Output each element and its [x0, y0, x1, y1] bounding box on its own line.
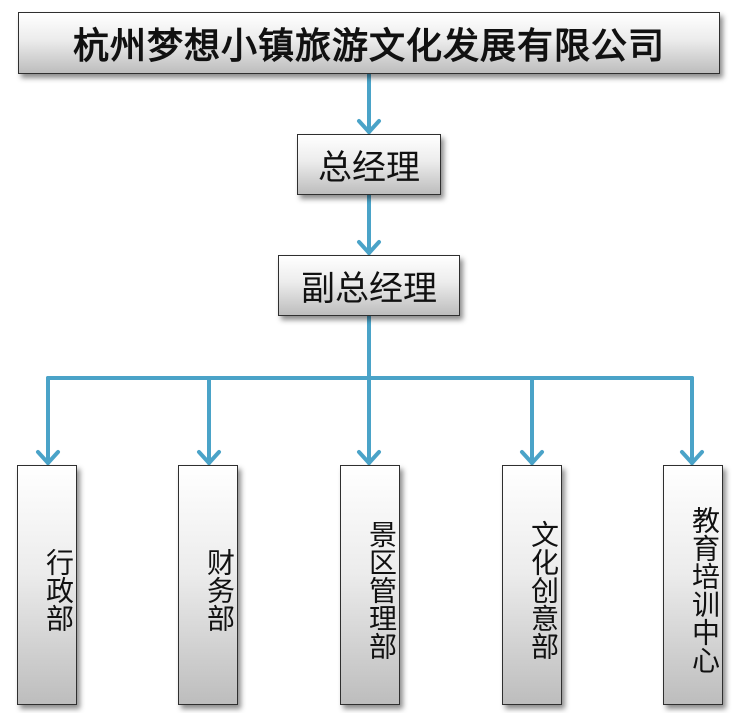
department-finance-box: 财务部 [178, 465, 238, 705]
arrowhead-admin-dept [36, 450, 60, 465]
deputy-general-manager-box: 副总经理 [278, 255, 460, 316]
arrowhead-scenic-dept [357, 450, 381, 465]
department-admin-box: 行政部 [17, 465, 77, 705]
arrowhead-culture-dept [520, 450, 544, 465]
arrowhead-education-center [680, 450, 704, 465]
general-manager-box: 总经理 [297, 134, 441, 195]
arrowhead-company-to-gm [357, 119, 381, 134]
arrowhead-gm-to-vgm [357, 240, 381, 255]
department-scenic-management-box: 景区管理部 [340, 465, 400, 705]
arrowhead-finance-dept [197, 450, 221, 465]
department-cultural-creative-box: 文化创意部 [502, 465, 562, 705]
company-box: 杭州梦想小镇旅游文化发展有限公司 [18, 12, 720, 74]
education-training-center-box: 教育培训中心 [663, 465, 723, 705]
